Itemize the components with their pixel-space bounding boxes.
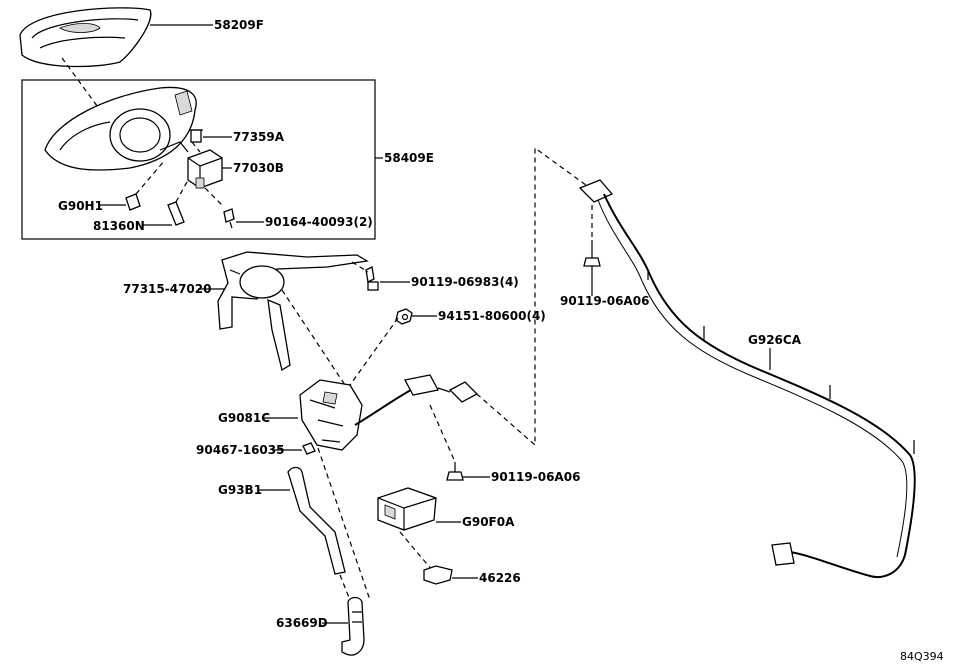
wire-harness-G926CA[interactable] bbox=[578, 179, 916, 578]
dash-lid-to-housing bbox=[61, 57, 101, 111]
reference-code: 84Q394 bbox=[900, 650, 944, 663]
clip-90467-16035[interactable] bbox=[302, 442, 316, 455]
label-58409E: 58409E bbox=[384, 151, 434, 165]
clip-G90H1[interactable] bbox=[125, 193, 141, 211]
fuel-lid-door-58209F[interactable] bbox=[19, 7, 152, 68]
grommet-77359A[interactable] bbox=[189, 129, 203, 143]
dash-77030B-screw bbox=[204, 187, 223, 206]
dash-77359A bbox=[191, 141, 201, 153]
label-77030B: 77030B bbox=[233, 161, 284, 175]
label-G9081C: G9081C bbox=[218, 411, 270, 425]
screw-90164[interactable] bbox=[223, 208, 235, 229]
part-81360N[interactable] bbox=[167, 201, 185, 226]
bolt-90119-06983[interactable] bbox=[365, 266, 379, 291]
label-G93B1: G93B1 bbox=[218, 483, 262, 497]
label-G926CA: G926CA bbox=[748, 333, 802, 347]
label-77359A: 77359A bbox=[233, 130, 285, 144]
bolt-90119-06A06-center[interactable] bbox=[446, 462, 464, 481]
label-G90H1: G90H1 bbox=[58, 199, 103, 213]
part-63669D[interactable] bbox=[341, 596, 365, 656]
dash-G93B1-to-63669D bbox=[339, 574, 351, 601]
dash-81360N bbox=[175, 179, 189, 203]
label-G90F0A: G90F0A bbox=[462, 515, 515, 529]
dash-90119-06983 bbox=[351, 261, 369, 273]
label-90164: 90164-40093(2) bbox=[265, 215, 373, 229]
dash-90119-06A06-center bbox=[429, 404, 456, 463]
dash-bracket-to-G9081C bbox=[281, 289, 346, 386]
part-G90F0A[interactable] bbox=[377, 487, 437, 531]
dash-94151-to-G9081C bbox=[349, 317, 399, 386]
bracket-77315-47020[interactable] bbox=[217, 251, 369, 372]
label-81360N: 81360N bbox=[93, 219, 145, 233]
nut-94151-80600[interactable] bbox=[395, 308, 413, 325]
bolt-90119-06A06-right[interactable] bbox=[583, 240, 601, 267]
label-90119-06A06-right: 90119-06A06 bbox=[560, 294, 649, 308]
fuel-filler-housing[interactable] bbox=[44, 86, 197, 171]
label-90119-06983: 90119-06983(4) bbox=[411, 275, 519, 289]
label-77315: 77315-47020 bbox=[123, 282, 211, 296]
actuator-77030B[interactable] bbox=[187, 149, 223, 189]
label-90119-06A06-center: 90119-06A06 bbox=[491, 470, 580, 484]
hose-G93B1[interactable] bbox=[287, 466, 346, 575]
label-63669D: 63669D bbox=[276, 616, 328, 630]
dash-G90F0A-46226 bbox=[399, 531, 433, 571]
label-94151: 94151-80600(4) bbox=[438, 309, 546, 323]
label-46226: 46226 bbox=[479, 571, 521, 585]
dash-G90H1 bbox=[135, 159, 166, 195]
label-58209F: 58209F bbox=[214, 18, 264, 32]
lock-actuator-G9081C[interactable] bbox=[299, 374, 479, 451]
dash-harness-region bbox=[469, 146, 591, 447]
assembly-box-58409E bbox=[21, 79, 376, 240]
part-46226[interactable] bbox=[423, 565, 453, 585]
label-90467: 90467-16035 bbox=[196, 443, 284, 457]
